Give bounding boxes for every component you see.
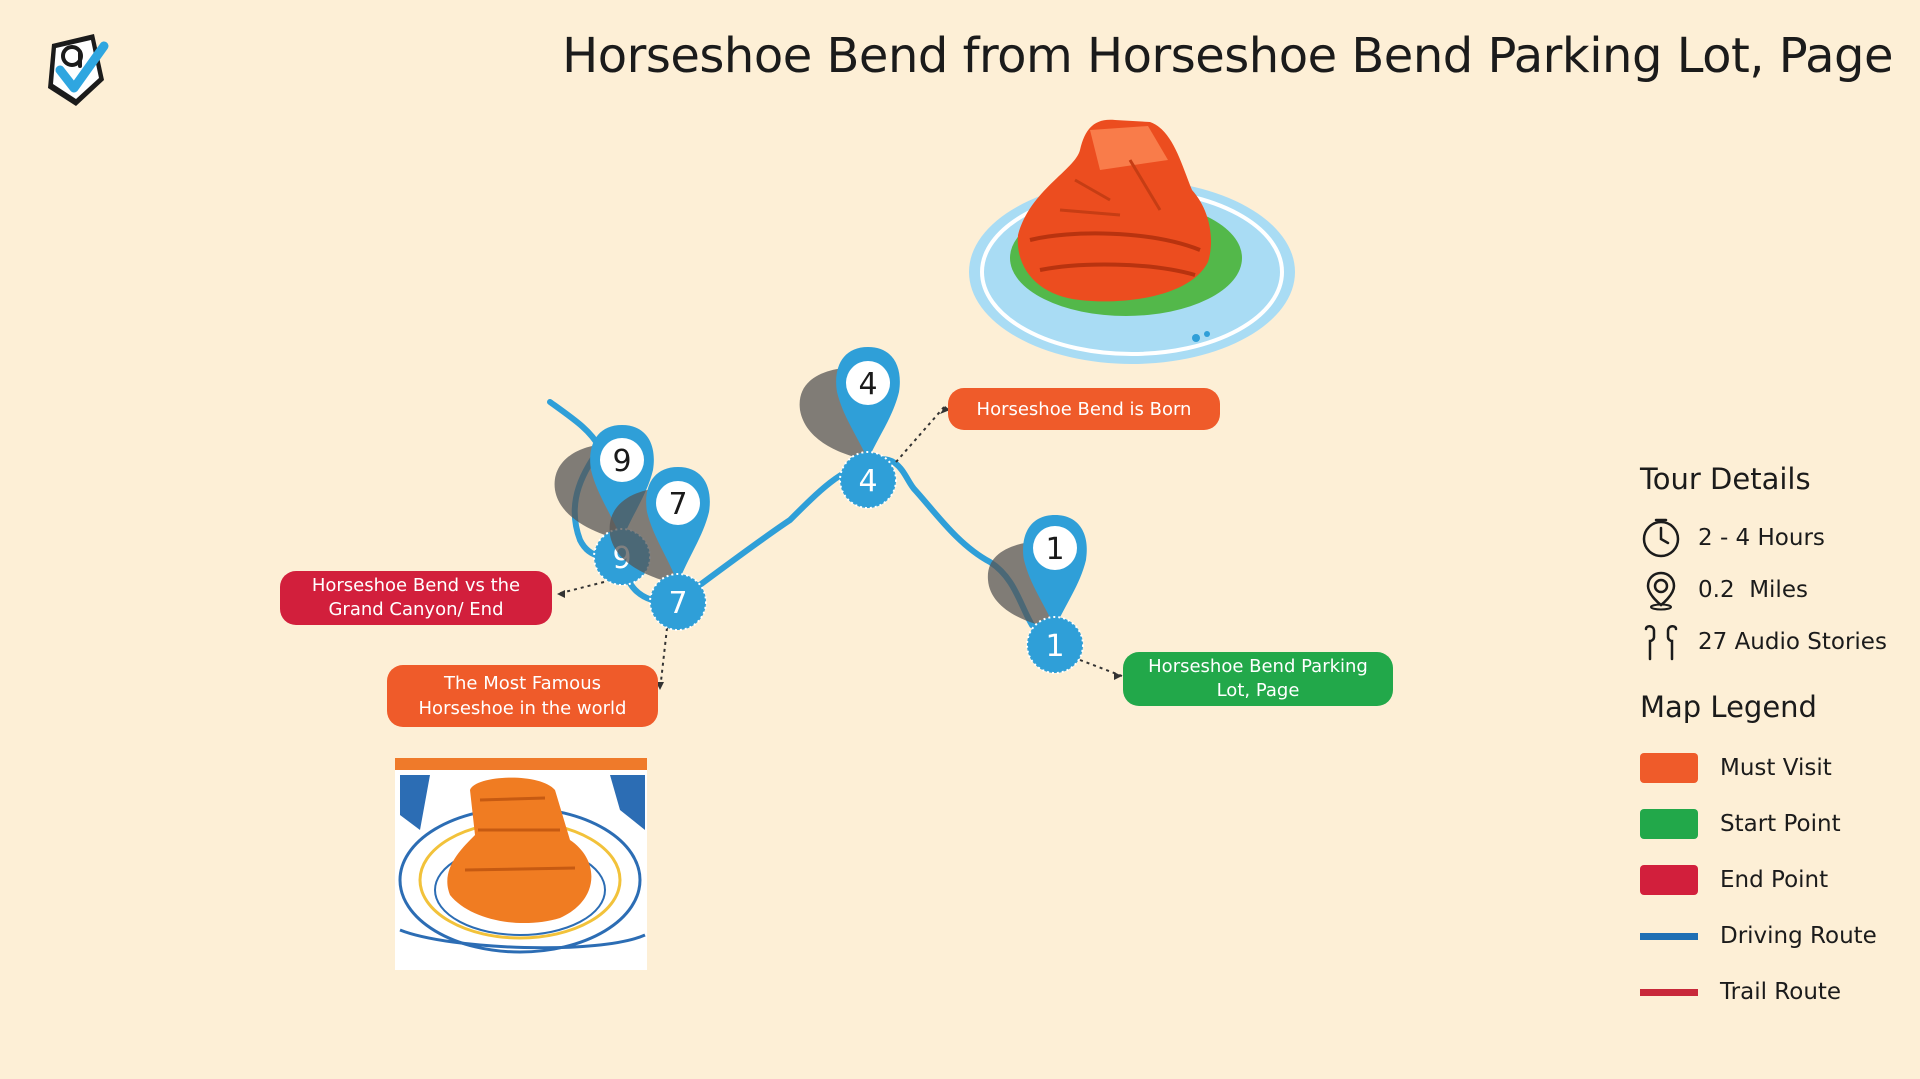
- tour-duration-text: 2 - 4 Hours: [1698, 525, 1825, 551]
- earbuds-icon: [1644, 625, 1678, 661]
- svg-text:4: 4: [858, 464, 877, 499]
- tour-distance-text: 0.2 Miles: [1698, 577, 1808, 603]
- legend-swatch-must-visit: [1640, 753, 1698, 783]
- horseshoe-canyon-illustration: [395, 758, 647, 970]
- legend-label-start-point: Start Point: [1720, 811, 1841, 837]
- callout-stop-4-label: Horseshoe Bend is Born: [976, 398, 1192, 420]
- legend-swatch-start-point: [1640, 809, 1698, 839]
- svg-text:7: 7: [668, 586, 687, 621]
- legend-start-point: Start Point: [1640, 796, 1910, 852]
- legend-driving-route: Driving Route: [1640, 908, 1910, 964]
- svg-text:1: 1: [1045, 629, 1064, 664]
- svg-text:7: 7: [668, 487, 687, 522]
- connector-stop-4: [895, 405, 946, 463]
- svg-text:9: 9: [612, 444, 631, 479]
- tour-details-heading: Tour Details: [1640, 462, 1811, 496]
- connector-stop-7: [659, 627, 668, 691]
- legend-label-end-point: End Point: [1720, 867, 1829, 893]
- svg-text:4: 4: [858, 367, 877, 402]
- tour-audio-stories: 27 Audio Stories: [1640, 616, 1910, 668]
- map-legend-heading: Map Legend: [1640, 690, 1817, 724]
- legend-swatch-end-point: [1640, 865, 1698, 895]
- legend-swatch-trail-route: [1640, 988, 1698, 996]
- callout-stop-7[interactable]: The Most Famous Horseshoe in the world: [387, 665, 658, 727]
- stop-marker-7[interactable]: 7 7: [609, 467, 710, 631]
- tour-distance: 0.2 Miles: [1640, 564, 1910, 616]
- tour-duration: 2 - 4 Hours: [1640, 512, 1910, 564]
- stop-marker-4[interactable]: 4 4: [799, 347, 900, 509]
- page-title: Horseshoe Bend from Horseshoe Bend Parki…: [562, 28, 1893, 84]
- legend-must-visit: Must Visit: [1640, 740, 1910, 796]
- app-logo-icon: [48, 34, 109, 106]
- legend-label-must-visit: Must Visit: [1720, 755, 1832, 781]
- location-pin-icon: [1646, 571, 1676, 611]
- stop-marker-1[interactable]: 1 1: [987, 515, 1087, 674]
- tour-audio-stories-text: 27 Audio Stories: [1698, 629, 1887, 655]
- callout-stop-9-label: Horseshoe Bend vs the Grand Canyon/ End: [311, 575, 521, 620]
- tour-info-panel: Tour Details 2 - 4 Hours 0.2 Miles 27 Au…: [1640, 462, 1910, 1020]
- callout-stop-9[interactable]: Horseshoe Bend vs the Grand Canyon/ End: [280, 571, 552, 625]
- callout-stop-1[interactable]: Horseshoe Bend Parking Lot, Page: [1123, 652, 1393, 706]
- clock-icon: [1642, 518, 1680, 558]
- callout-stop-4[interactable]: Horseshoe Bend is Born: [948, 388, 1220, 430]
- svg-text:1: 1: [1045, 532, 1064, 567]
- connector-stop-9: [556, 581, 605, 595]
- legend-trail-route: Trail Route: [1640, 964, 1910, 1020]
- callout-stop-1-label: Horseshoe Bend Parking Lot, Page: [1148, 656, 1368, 701]
- legend-label-trail-route: Trail Route: [1720, 979, 1842, 1005]
- legend-swatch-driving-route: [1640, 932, 1698, 940]
- legend-label-driving-route: Driving Route: [1720, 923, 1877, 949]
- horseshoe-bend-rock-illustration: [969, 119, 1295, 364]
- callout-stop-7-label: The Most Famous Horseshoe in the world: [418, 673, 627, 719]
- legend-end-point: End Point: [1640, 852, 1910, 908]
